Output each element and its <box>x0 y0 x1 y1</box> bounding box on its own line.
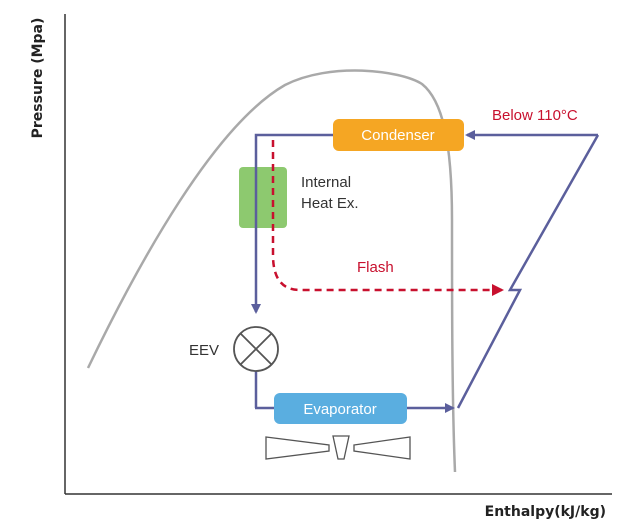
condenser-label: Condenser <box>361 127 434 144</box>
internal-heat-ex-label-line1: Internal <box>301 174 351 191</box>
cycle-line-compression <box>456 134 600 409</box>
y-axis-label: Pressure (Mpa) <box>30 18 46 139</box>
x-axis-label: Enthalpy(kJ/kg) <box>485 504 606 520</box>
evaporator-box <box>274 393 407 424</box>
cycle-line-top-left <box>251 133 335 314</box>
saturation-dome-curve <box>86 69 457 473</box>
internal-heat-ex-box <box>239 167 287 228</box>
eev-label: EEV <box>189 342 219 359</box>
evaporator-label: Evaporator <box>303 401 376 418</box>
condenser-box <box>333 119 464 151</box>
internal-heat-ex-label-line2: Heat Ex. <box>301 195 359 212</box>
fan-icon <box>265 435 411 460</box>
eev-valve-icon <box>233 326 279 372</box>
temperature-note: Below 110°C <box>492 107 578 124</box>
flash-label: Flash <box>357 259 394 276</box>
